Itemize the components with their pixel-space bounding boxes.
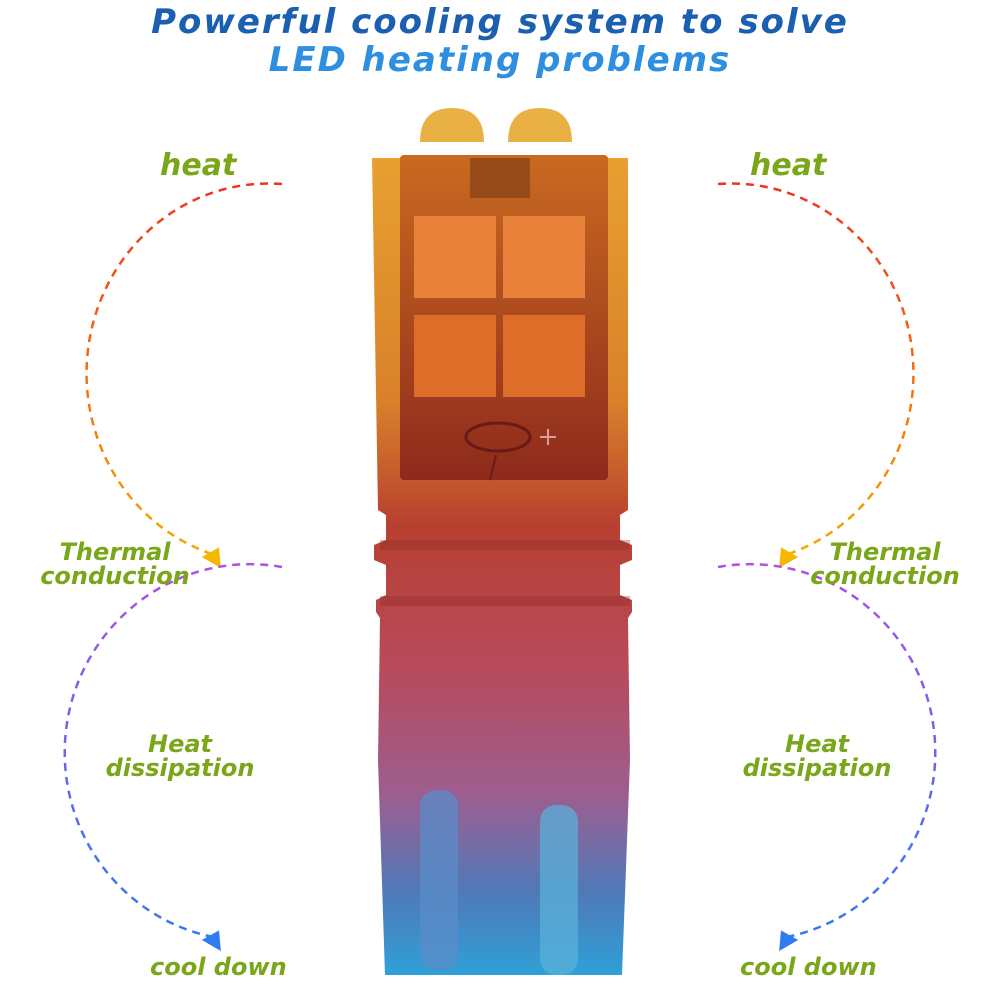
- heat-dissipation-label-left: Heat dissipation: [105, 732, 255, 780]
- thermal-line-2: conduction: [40, 562, 190, 590]
- heat-label-right: heat: [750, 148, 827, 183]
- title-line-1: Powerful cooling system to solve: [151, 2, 849, 42]
- led-bulb: [372, 108, 632, 975]
- dissipation-line-2: dissipation: [742, 754, 892, 782]
- heat-arc-right: [717, 182, 915, 558]
- thermal-line-1: Thermal: [59, 538, 171, 566]
- thermal-conduction-label-left: Thermal conduction: [40, 540, 190, 588]
- led-chip-icon: [503, 315, 585, 397]
- led-chip-icon: [414, 216, 496, 298]
- arrowhead-down-icon: [779, 930, 799, 952]
- heat-arc-left: [85, 182, 283, 558]
- led-chip-icon: [503, 216, 585, 298]
- thermal-conduction-label-right: Thermal conduction: [810, 540, 960, 588]
- arrowhead-down-icon: [779, 547, 799, 569]
- thermal-line-2: conduction: [810, 562, 960, 590]
- dissipation-line-2: dissipation: [105, 754, 255, 782]
- title-line-2: LED heating problems: [268, 40, 732, 80]
- dissipation-line-1: Heat: [147, 730, 213, 758]
- heat-dissipation-label-right: Heat dissipation: [742, 732, 892, 780]
- cool-arc-left: [63, 562, 283, 940]
- cool-arc-right: [717, 562, 937, 940]
- heat-label-left: heat: [160, 148, 237, 183]
- arrowhead-down-icon: [201, 930, 221, 952]
- cool-down-label-right: cool down: [740, 953, 877, 981]
- cool-down-label-left: cool down: [150, 953, 287, 981]
- led-chip-icon: [414, 315, 496, 397]
- thermal-line-1: Thermal: [829, 538, 941, 566]
- arrowhead-down-icon: [201, 547, 221, 569]
- dissipation-line-1: Heat: [784, 730, 850, 758]
